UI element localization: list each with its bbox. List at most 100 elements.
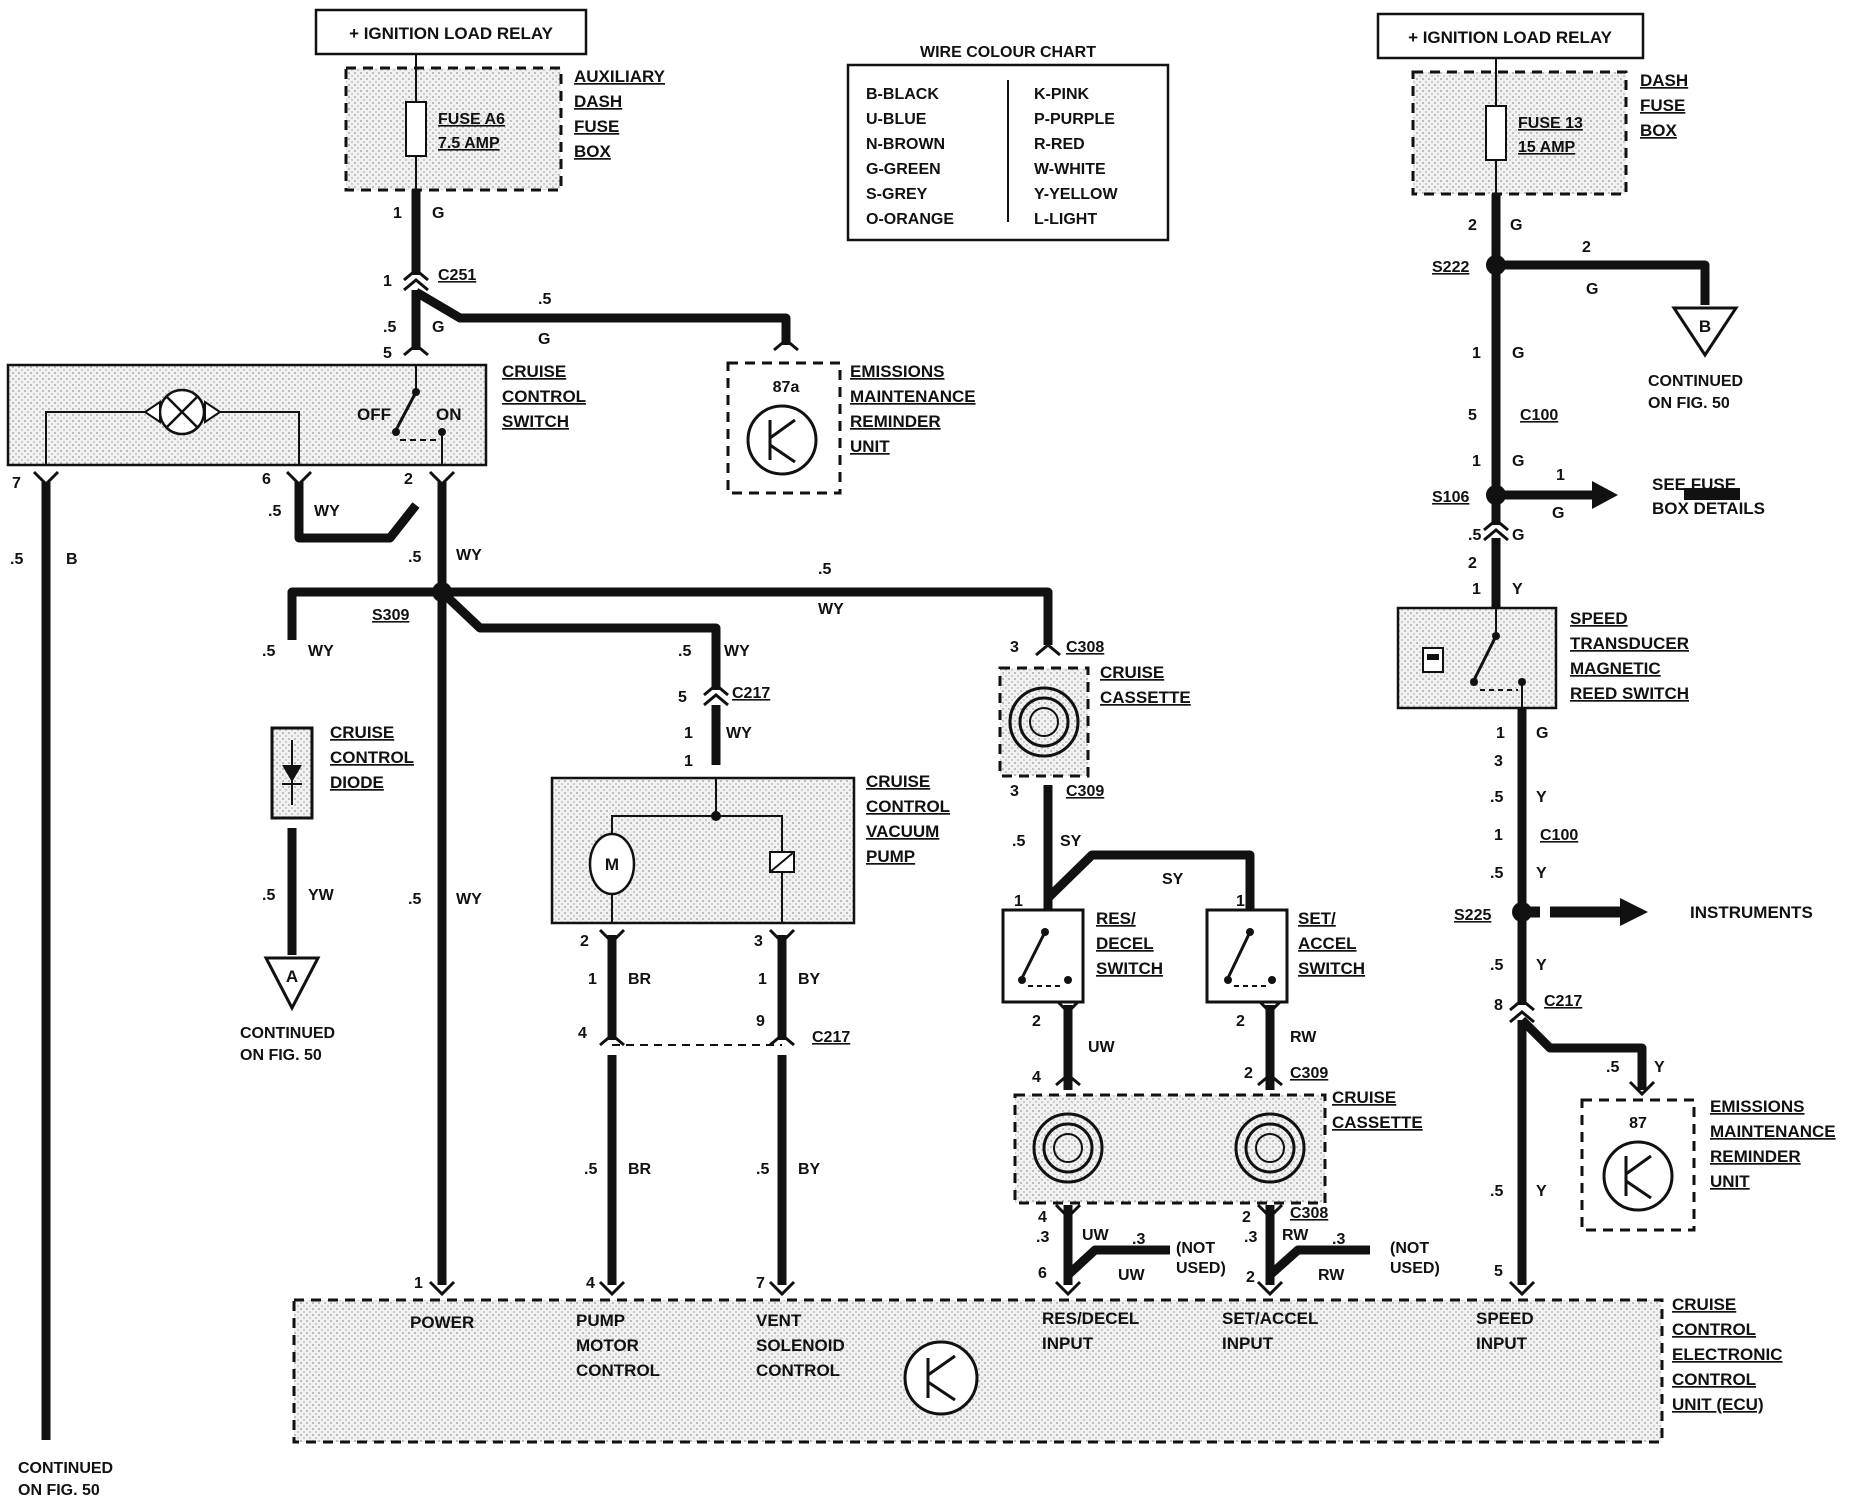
cruise-control-ecu: POWER PUMP MOTOR CONTROL VENT SOLENOID C… <box>292 1295 1783 1444</box>
svg-text:5: 5 <box>1494 1263 1503 1280</box>
svg-text:1: 1 <box>758 971 767 988</box>
svg-text:BOX: BOX <box>574 142 612 161</box>
svg-text:CONTROL: CONTROL <box>866 797 950 816</box>
svg-text:C309: C309 <box>1066 783 1104 800</box>
svg-text:Y: Y <box>1512 581 1523 598</box>
svg-text:MOTOR: MOTOR <box>576 1336 639 1355</box>
svg-text:CONTROL: CONTROL <box>502 387 586 406</box>
svg-text:2: 2 <box>1244 1065 1253 1082</box>
svg-text:.5: .5 <box>538 291 551 308</box>
not-used-label: (NOT <box>1176 1240 1215 1257</box>
see-fuse-box-details: SEE FUSE <box>1652 475 1736 494</box>
ignition-load-relay-right: + IGNITION LOAD RELAY <box>1376 12 1645 60</box>
svg-text:.3: .3 <box>1244 1229 1257 1246</box>
svg-text:SWITCH: SWITCH <box>1096 959 1163 978</box>
svg-text:1: 1 <box>393 205 402 222</box>
svg-text:1: 1 <box>1556 467 1565 484</box>
svg-text:.5: .5 <box>408 891 421 908</box>
svg-text:USED): USED) <box>1390 1260 1440 1277</box>
svg-text:SY: SY <box>1162 871 1184 888</box>
svg-text:G: G <box>1512 345 1524 362</box>
svg-text:S225: S225 <box>1454 907 1491 924</box>
svg-text:RW: RW <box>1318 1267 1345 1284</box>
svg-text:M: M <box>605 855 619 874</box>
colour-entry: S-GREY <box>866 186 928 203</box>
svg-text:Y: Y <box>1536 957 1547 974</box>
svg-text:DIODE: DIODE <box>330 773 384 792</box>
svg-text:Y: Y <box>1654 1059 1665 1076</box>
svg-text:G: G <box>538 331 550 348</box>
colour-entry: G-GREEN <box>866 161 941 178</box>
svg-text:ON FIG. 50: ON FIG. 50 <box>18 1482 100 1499</box>
svg-text:ACCEL: ACCEL <box>1298 934 1357 953</box>
svg-text:G: G <box>432 319 444 336</box>
svg-text:CONTROL: CONTROL <box>576 1361 660 1380</box>
svg-text:.5: .5 <box>818 561 831 578</box>
svg-text:MAINTENANCE: MAINTENANCE <box>850 387 976 406</box>
svg-text:2: 2 <box>404 471 413 488</box>
ecu-input-power: POWER <box>410 1313 474 1332</box>
svg-text:7: 7 <box>12 475 21 492</box>
svg-text:5: 5 <box>1468 407 1477 424</box>
svg-text:.5: .5 <box>756 1161 769 1178</box>
svg-text:15 AMP: 15 AMP <box>1518 139 1576 156</box>
colour-entry: N-BROWN <box>866 136 945 153</box>
svg-text:G: G <box>1552 505 1564 522</box>
svg-text:.3: .3 <box>1332 1231 1345 1248</box>
svg-text:G: G <box>1510 217 1522 234</box>
svg-text:S106: S106 <box>1432 489 1469 506</box>
svg-text:C217: C217 <box>732 685 770 702</box>
switch-off-label: OFF <box>357 405 391 424</box>
svg-text:CONTROL: CONTROL <box>1672 1370 1756 1389</box>
svg-text:1: 1 <box>383 273 392 290</box>
svg-text:G: G <box>1586 281 1598 298</box>
svg-text:CONTROL: CONTROL <box>1672 1320 1756 1339</box>
svg-text:REMINDER: REMINDER <box>1710 1147 1801 1166</box>
svg-text:2: 2 <box>1468 217 1477 234</box>
wires <box>41 190 1370 1440</box>
svg-text:EMISSIONS: EMISSIONS <box>1710 1097 1804 1116</box>
colour-entry: R-RED <box>1034 136 1085 153</box>
svg-text:FUSE: FUSE <box>1640 96 1685 115</box>
svg-text:REED SWITCH: REED SWITCH <box>1570 684 1689 703</box>
svg-text:.5: .5 <box>262 643 275 660</box>
svg-text:UNIT: UNIT <box>1710 1172 1750 1191</box>
emissions-maintenance-reminder-unit-right: 87 EMISSIONS MAINTENANCE REMINDER UNIT <box>1580 1097 1836 1232</box>
svg-text:INPUT: INPUT <box>1042 1334 1094 1353</box>
svg-text:S222: S222 <box>1432 259 1469 276</box>
svg-text:BY: BY <box>798 971 821 988</box>
colour-entry: O-ORANGE <box>866 211 954 228</box>
svg-text:1: 1 <box>1494 827 1503 844</box>
svg-text:CRUISE: CRUISE <box>330 723 394 742</box>
svg-text:+ IGNITION LOAD RELAY: + IGNITION LOAD RELAY <box>349 24 554 43</box>
cruise-control-diode: CRUISE CONTROL DIODE <box>270 723 414 820</box>
svg-text:UNIT: UNIT <box>850 437 890 456</box>
svg-text:C309: C309 <box>1290 1065 1328 1082</box>
svg-text:.5: .5 <box>678 643 691 660</box>
svg-text:2: 2 <box>1242 1209 1251 1226</box>
svg-text:.3: .3 <box>1036 1229 1049 1246</box>
svg-text:RW: RW <box>1290 1029 1317 1046</box>
svg-text:ON FIG. 50: ON FIG. 50 <box>1648 395 1730 412</box>
svg-text:.5: .5 <box>10 551 23 568</box>
svg-text:SPEED: SPEED <box>1570 609 1628 628</box>
svg-text:WY: WY <box>456 547 482 564</box>
switch-on-label: ON <box>436 405 462 424</box>
wire-labels: 1 G 1 .5 G 5 .5 G 7 6 2 .5 WY .5 B .5 WY… <box>10 205 1665 1292</box>
cruise-cassette-bottom: CRUISE CASSETTE <box>1013 1088 1423 1205</box>
svg-text:C308: C308 <box>1066 639 1104 656</box>
svg-text:.5: .5 <box>408 549 421 566</box>
svg-text:CASSETTE: CASSETTE <box>1332 1113 1423 1132</box>
svg-text:1: 1 <box>1472 345 1481 362</box>
svg-text:SY: SY <box>1060 833 1082 850</box>
svg-text:S309: S309 <box>372 607 409 624</box>
svg-text:5: 5 <box>678 689 687 706</box>
svg-text:8: 8 <box>1494 997 1503 1014</box>
svg-text:7: 7 <box>756 1275 765 1292</box>
svg-text:7.5 AMP: 7.5 AMP <box>438 135 500 152</box>
svg-text:CONTINUED: CONTINUED <box>1648 373 1743 390</box>
svg-text:2: 2 <box>1468 555 1477 572</box>
svg-text:SWITCH: SWITCH <box>1298 959 1365 978</box>
svg-text:5: 5 <box>383 345 392 362</box>
svg-text:B: B <box>66 551 78 568</box>
